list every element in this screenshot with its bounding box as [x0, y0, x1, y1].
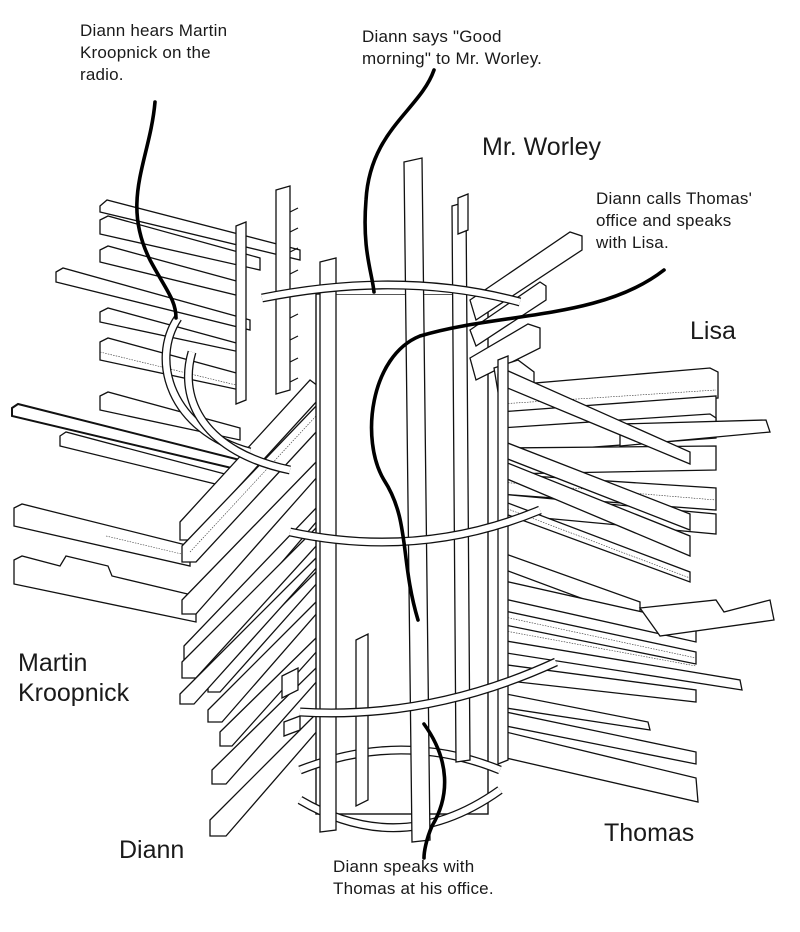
- annotation-line: Kroopnick on the: [80, 43, 211, 62]
- timeline-block: [283, 715, 301, 737]
- timeline-bar: [13, 503, 191, 567]
- callout-line-radio: [135, 100, 178, 320]
- person-name: Thomas: [604, 819, 695, 847]
- annotation-line: radio.: [80, 65, 124, 84]
- timeline-bar: [55, 267, 251, 331]
- annotation-line: Diann calls Thomas': [596, 189, 753, 208]
- callout-line-phone-call: [369, 268, 666, 622]
- person-label-diann: Diann: [119, 835, 184, 865]
- timeline-slab: [181, 402, 319, 563]
- timeline-bar: [469, 323, 541, 381]
- timeline-slab: [181, 458, 319, 615]
- ladder-rungs: [289, 207, 299, 383]
- timeline-panel: [235, 221, 247, 405]
- timeline-panel: [497, 355, 509, 765]
- annotation-line: morning" to Mr. Worley.: [362, 49, 543, 68]
- timeline-slab: [207, 598, 319, 723]
- timeline-slab: [179, 554, 319, 705]
- person-label-thomas: Thomas: [604, 818, 694, 848]
- core-post: [403, 157, 431, 843]
- core-post: [355, 632, 369, 808]
- annotation-line: Diann says "Good: [362, 27, 502, 46]
- core-post: [319, 257, 337, 833]
- branch-lower-right: [497, 355, 775, 803]
- person-name: Martin: [18, 649, 88, 677]
- callout-lines: [135, 68, 666, 860]
- timeline-slab: [207, 568, 319, 693]
- person-label-martin-kroopnick: Martin Kroopnick: [18, 648, 129, 708]
- annotation-good-morning: Diann says "Good morning" to Mr. Worley.: [362, 26, 542, 70]
- person-name: Diann: [119, 836, 185, 864]
- person-label-lisa: Lisa: [690, 316, 736, 346]
- timeline-bar: [469, 281, 547, 347]
- branch-lower-left: [13, 379, 319, 837]
- annotation-line: office and speaks: [596, 211, 732, 230]
- timeline-bar: [99, 199, 301, 261]
- person-name: Mr. Worley: [482, 133, 601, 161]
- person-name: Lisa: [690, 317, 736, 345]
- annotation-line: Diann speaks with: [333, 857, 475, 876]
- annotation-line: with Lisa.: [596, 233, 669, 252]
- timeline-slab: [219, 634, 319, 747]
- timeline-bar: [13, 555, 197, 623]
- annotation-line: Thomas at his office.: [333, 879, 494, 898]
- timeline-slab: [181, 524, 319, 679]
- callout-line-good-morning: [363, 68, 436, 294]
- timeline-bar: [638, 599, 775, 637]
- person-name: Kroopnick: [18, 679, 130, 707]
- person-label-mr-worley: Mr. Worley: [482, 132, 601, 162]
- annotation-office-visit: Diann speaks with Thomas at his office.: [333, 856, 494, 900]
- annotation-line: Diann hears Martin: [80, 21, 228, 40]
- callout-line-office-visit: [422, 722, 447, 860]
- core-post: [457, 193, 469, 235]
- diann-core: [297, 157, 503, 843]
- interaction-rings: [161, 280, 558, 718]
- annotation-phone-call: Diann calls Thomas' office and speaks wi…: [596, 188, 752, 254]
- branch-upper-right: [469, 231, 583, 393]
- annotation-radio: Diann hears Martin Kroopnick on the radi…: [80, 20, 227, 86]
- timeline-slab: [211, 664, 319, 785]
- timeline-block: [281, 666, 299, 700]
